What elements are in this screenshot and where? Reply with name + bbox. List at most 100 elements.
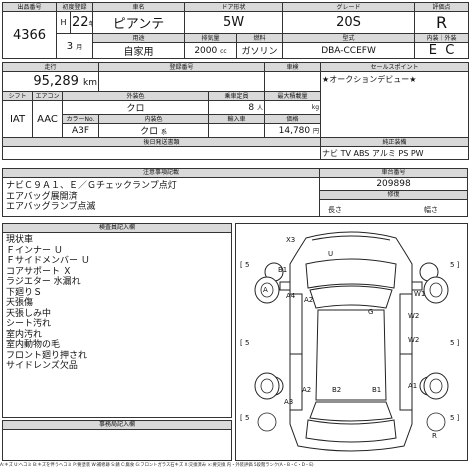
inspection-line: 現状車 [6,235,34,245]
inspection-line: 下廻りＳ [6,287,43,298]
note-line: エアバッグ展開済 [6,191,78,202]
int-color-label: 内装色 [98,114,210,124]
first-reg-label: 初度登録 [55,2,94,12]
inspection-list: 現状車 Ｆインナー Ｕ Ｆサイドメンバー Ｕ コアサポート Ｘ ラジエター 水漏… [2,232,232,418]
selling-point-label: セールスポイント [320,62,470,72]
mark-b1-front: B1 [278,266,288,274]
doors: 5W [184,11,284,34]
equipment-label: 純正装備 [320,137,470,147]
era: H [56,11,71,34]
mark-a3: A3 [284,398,294,406]
hood-outline [305,258,397,289]
air-conditioner: AAC [32,100,63,138]
int-color: クロ 系 [98,123,210,138]
inspection-date [264,71,322,92]
windshield-outline [309,285,393,309]
mark-u: U [328,250,334,258]
chassis-number: 209898 [319,177,468,191]
car-name: ピアンテ [92,11,186,34]
length-label: 長さ [328,206,342,214]
car-diagram: [ 5 5 ] [ 5 5 ] [ 5 5 ] X3 U B1 A A4 A2 … [235,223,468,461]
int-ext-score: E C [414,42,470,59]
front-bumper-line [311,235,391,241]
rear-glass-outline [309,401,393,422]
right-front-door [399,293,412,355]
auction-remarks-box [2,429,232,461]
purpose-label: 用途 [92,33,186,43]
score-label: 評価点 [414,2,470,12]
spare-wheel-right [426,412,446,432]
inspection-line: 室内動物の毛 [6,340,61,350]
lot-number: 4366 [2,11,57,59]
doors-label: ドア形状 [184,2,284,12]
shape-label: 型式 [282,33,416,43]
bracket-left-3: [ 5 [240,414,250,422]
side-wheel-front-left [254,276,280,304]
repair-box: 長さ 幅さ [319,199,468,217]
vehicle-info-table: 走行 登録番号 車検 セールスポイント 95,289 km ★オークションデビュ… [1,62,470,160]
mark-a4: A4 [286,292,296,300]
ac-label: エアコン [32,91,63,101]
fuel-label: 燃料 [236,33,284,43]
grade-label: グレード [282,2,416,12]
displacement: 2000 cc [184,42,238,59]
side-wheel-rear-left [254,372,280,400]
mileage: 95,289 km [1,71,100,92]
inspection-line: Ｆインナー Ｕ [6,245,63,256]
import-label: 輸入車 [208,114,266,124]
width-label: 幅さ [424,206,438,214]
roof-outline [315,309,387,401]
color-no: A3F [61,123,100,138]
ext-color: クロ [61,100,210,115]
int-ext-label: 内装｜外装 [414,33,470,43]
mark-b1-rear: B1 [372,386,382,394]
mark-a-left: A [263,286,268,294]
shift-label: シフト [2,91,33,101]
body-outline [289,231,413,452]
equipment: ナビ TV ABS アルミ PS PW [320,146,470,160]
inspection-label: 車検 [264,62,322,72]
inspection-line: 天張しみ中 [6,308,52,319]
price: 14,780 円 [264,123,322,138]
notes-box: ナビＣ９Ａ１、Ｅ／Ｇチェックランプ点灯 エアバッグ展開済 エアバッグランプ点滅 [2,177,320,217]
side-wheel-front-right [423,276,449,304]
spare-wheel-left [257,412,277,432]
selling-point: ★オークションデビュー★ [320,71,470,138]
inspection-line: 天張傷 [6,298,34,308]
color-no-label: カラーNo. [61,114,100,124]
inspection-line: Ｆサイドメンバー Ｕ [6,256,90,266]
month: 3 月 [55,33,94,59]
left-rear-door [290,353,303,411]
car-outline-svg [254,231,449,452]
mileage-label: 走行 [1,62,100,72]
inspection-line: コアサポート Ｘ [6,266,72,277]
mark-w1: W1 [414,290,426,298]
shift: IAT [2,100,33,138]
right-mirror [411,281,423,291]
note-line: エアバッグランプ点滅 [6,202,96,212]
inspection-line: フロント廻り押され [6,350,88,361]
side-wheel-rear-right [423,372,449,400]
mark-a1: A1 [408,382,418,390]
left-front-door [290,293,303,355]
mark-x3: X3 [286,236,296,244]
score: R [414,11,470,34]
reg-number [98,71,266,92]
lot-no-label: 出品番号 [2,2,57,12]
reg-no-label: 登録番号 [98,62,266,72]
history [1,146,322,160]
bracket-right-2: 5 ] [450,339,460,347]
inspection-line: サイドレンズ欠品 [6,361,78,371]
legend-footer: A:キズ U:ヘコミ B:キズを伴うヘコミ P:要塗装 W:補修跡 S:錆 C:… [0,463,314,468]
grade: 20S [282,11,416,34]
mark-w2-b: W2 [408,336,420,344]
inspection-line: 室内汚れ [6,329,43,340]
bracket-left-2: [ 5 [240,339,250,347]
bracket-left-1: [ 5 [240,261,250,269]
note-line: ナビＣ９Ａ１、Ｅ／Ｇチェックランプ点灯 [6,181,177,191]
purpose: 自家用 [92,42,186,59]
history-label: 後日発送書類 [1,137,322,147]
left-mirror [279,281,291,291]
import-value [208,123,266,138]
